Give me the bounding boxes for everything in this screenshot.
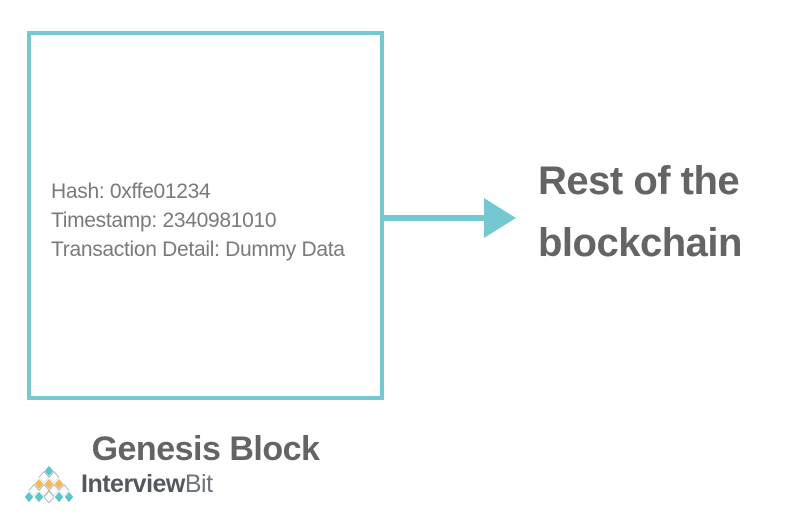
arrow-shaft [384, 215, 486, 221]
hash-line: Hash: 0xffe01234 [51, 180, 211, 203]
logo-text-interview: Interview [81, 470, 185, 498]
genesis-block-caption: Genesis Block [91, 430, 320, 468]
genesis-block-box: Hash: 0xffe01234 Timestamp: 2340981010 T… [27, 31, 384, 400]
right-arrow-icon [484, 198, 516, 238]
genesis-block-details: Hash: 0xffe01234 Timestamp: 2340981010 T… [51, 177, 345, 264]
rest-label-line1: Rest of the [538, 159, 740, 203]
rest-label-line2: blockchain [538, 221, 742, 265]
interviewbit-logo: InterviewBit [24, 465, 213, 503]
transaction-line: Transaction Detail: Dummy Data [51, 238, 345, 261]
rest-of-blockchain-label: Rest of the blockchain [538, 150, 742, 274]
interviewbit-logo-text: InterviewBit [81, 465, 213, 503]
logo-text-bit: Bit [184, 470, 213, 498]
interviewbit-logo-mark-icon [24, 465, 74, 503]
timestamp-line: Timestamp: 2340981010 [51, 209, 277, 232]
